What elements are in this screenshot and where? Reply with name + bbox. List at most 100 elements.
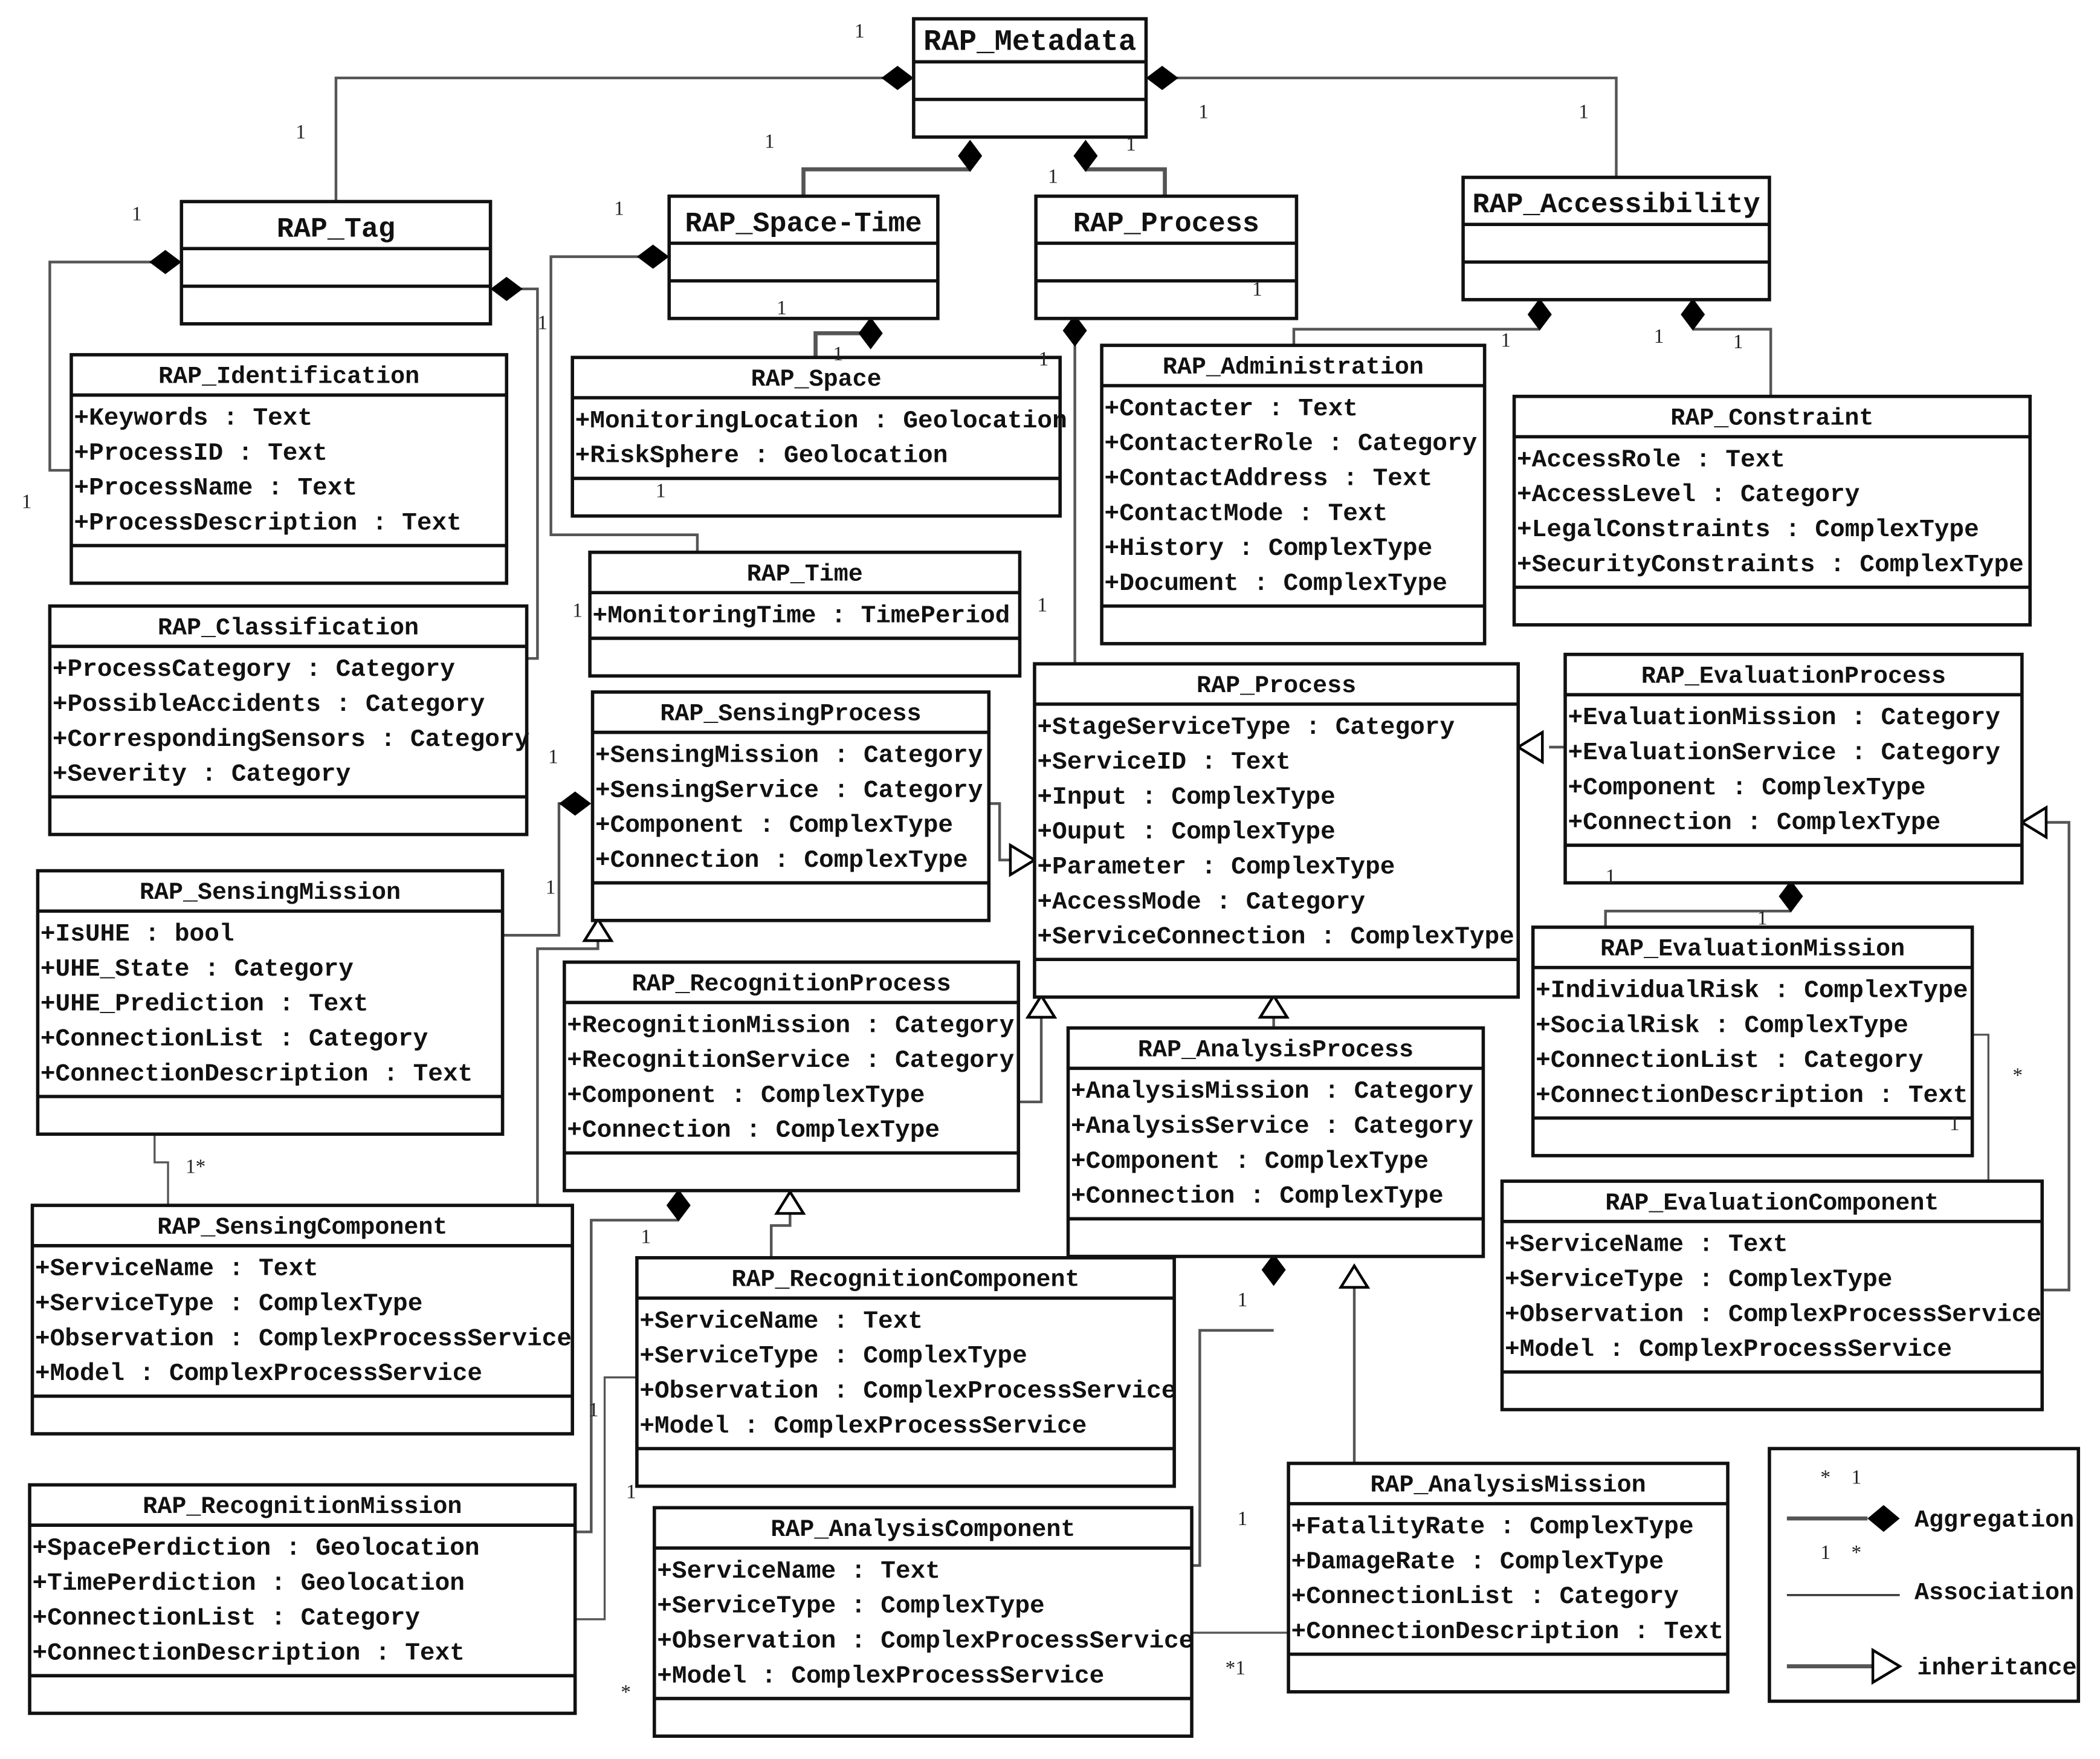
aggregation-recognitionprocess-recognitionmission [575,1219,679,1534]
inheritance-triangle-icon [1515,730,1544,765]
aggregation-diamond-icon [1261,1254,1286,1286]
multiplicity-label: 1 [296,121,306,143]
class-rap-tag: RAP_Tag [179,199,493,326]
class-rap-sensingprocess: RAP_SensingProcess+SensingMission : Cate… [590,690,991,922]
class-attribute: +ContactMode : Text [1105,500,1388,528]
multiplicity-label: 1 [589,1399,599,1421]
inheritance-triangle-icon [2019,805,2048,840]
multiplicity-label: 1 [641,1225,651,1248]
multiplicity-label: 1 [777,297,787,319]
class-box [1100,343,1487,646]
class-attribute: +Observation : ComplexProcessService [35,1325,572,1353]
class-attribute: +Model : ComplexProcessService [1505,1336,1952,1364]
class-name: RAP_Accessibility [1472,189,1760,221]
class-rap-sensingmission: RAP_SensingMission+IsUHE : bool+UHE_Stat… [36,869,505,1136]
class-attribute: +StageServiceType : Category [1037,714,1455,742]
legend-aggregation-mult-left: * [1820,1466,1830,1488]
legend-inheritance-label: inheritance [1917,1655,2076,1682]
class-attribute: +AccessLevel : Category [1517,481,1859,509]
multiplicity-label: 1 [546,876,556,898]
multiplicity-label: 1 [537,312,548,334]
aggregation-spacetime-space [813,331,871,358]
inheritance-triangle-icon [1871,1648,1902,1685]
class-rap-recognitionmission: RAP_RecognitionMission+SpacePerdiction :… [28,1483,577,1715]
class-name: RAP_EvaluationProcess [1641,663,1946,690]
multiplicity-label: 1 [1252,278,1262,300]
aggregation-spacetime-time [549,255,699,552]
class-attribute: +Connection : ComplexType [1568,809,1940,837]
class-attribute: +ConnectionDescription : Text [33,1639,465,1667]
class-attribute: +AccessRole : Text [1517,446,1785,474]
class-name: RAP_RecognitionComponent [731,1266,1079,1294]
aggregation-metadata-accessibility [1162,76,1618,178]
inheritance-recognitioncomponent [769,1213,792,1258]
class-attribute: +IsUHE : bool [40,921,234,948]
class-box [588,550,1022,678]
multiplicity-label: 1 [1238,1508,1248,1530]
class-rap-time: RAP_Time+MonitoringTime : TimePeriod [588,550,1022,678]
class-attribute: +LegalConstraints : ComplexType [1517,516,1979,544]
class-attribute: +ConnectionDescription : Text [40,1060,473,1088]
class-name: RAP_Classification [158,615,419,642]
class-attribute: +ProcessDescription : Text [74,510,461,537]
class-name: RAP_SensingMission [140,880,401,907]
class-rap-analysiscomponent: RAP_AnalysisComponent+ServiceName : Text… [653,1506,1194,1738]
association-recognitioncomponent-recognitionmission [575,1376,637,1621]
multiplicity-label: 1 [1198,101,1209,123]
inheritance-triangle-icon [1009,843,1038,878]
legend-aggregation-mult-right: 1 [1852,1466,1862,1488]
class-attribute: +Severity : Category [53,761,351,789]
class-box [36,869,505,1136]
class-name: RAP_AnalysisProcess [1138,1037,1413,1064]
aggregation-metadata-tag [334,76,898,202]
multiplicity-label: 1 [132,203,142,225]
class-attribute: +ServiceID : Text [1037,749,1290,777]
multiplicity-label: 1 [572,599,583,621]
aggregation-diamond-icon [636,244,670,269]
class-rap-space: RAP_Space+MonitoringLocation : Geolocati… [570,355,1067,518]
class-attribute: +EvaluationService : Category [1568,739,2000,767]
multiplicity-label: 1 [1238,1289,1248,1311]
inheritance-sensing-process [989,802,1010,861]
class-attribute: +ProcessCategory : Category [53,656,455,684]
class-attribute: +Contacter : Text [1105,395,1358,423]
multiplicity-label: 1 [1039,348,1049,371]
multiplicity-label: 1 [1606,866,1616,888]
class-attribute: +RiskSphere : Geolocation [575,442,948,470]
multiplicity-label: 1* [186,1156,205,1178]
class-attribute: +ServiceType : ComplexType [1505,1266,1892,1294]
class-attribute: +ConnectionDescription : Text [1291,1618,1724,1646]
multiplicity-label: 1 [833,343,843,365]
inheritance-triangle-icon [1338,1263,1371,1289]
class-rap-identification: RAP_Identification+Keywords : Text+Proce… [69,353,509,585]
class-attribute: +UHE_Prediction : Text [40,991,369,1019]
class-rap-metadata: RAP_Metadata [912,17,1148,139]
class-name: RAP_Constraint [1670,405,1873,432]
multiplicity-label: 1 [22,490,32,513]
multiplicity-label: 1 [626,1481,636,1503]
class-attribute: +ConnectionDescription : Text [1536,1082,1968,1110]
class-rap-process: RAP_Process [1034,194,1299,320]
class-attribute: +ProcessID : Text [74,439,327,467]
multiplicity-label: * [621,1681,631,1703]
class-box [1034,194,1299,320]
inheritance-recognition-process [1018,1017,1043,1104]
legend-aggregation-label: Aggregation [1914,1507,2074,1534]
class-attribute: +AnalysisService : Category [1071,1113,1473,1141]
legend-association-mult-left: 1 [1820,1541,1830,1564]
class-attribute: +ServiceName : Text [1505,1231,1788,1259]
class-attribute: +ServiceName : Text [657,1558,940,1586]
class-attribute: +History : ComplexType [1105,535,1433,563]
class-rap-analysismission: RAP_AnalysisMission+FatalityRate : Compl… [1287,1462,1730,1694]
class-attribute: +AnalysisMission : Category [1071,1078,1473,1106]
class-box [1033,662,1520,999]
multiplicity-label: 1 [764,131,775,153]
class-box [179,199,493,326]
aggregation-analysisprocess-analysiscomponent [1192,1329,1274,1567]
class-box [667,194,940,320]
class-attribute: +Component : ComplexType [1071,1148,1429,1176]
multiplicity-label: 1 [1578,101,1589,123]
class-attribute: +ServiceType : ComplexType [639,1343,1027,1370]
class-attribute: +ContactAddress : Text [1105,465,1433,493]
